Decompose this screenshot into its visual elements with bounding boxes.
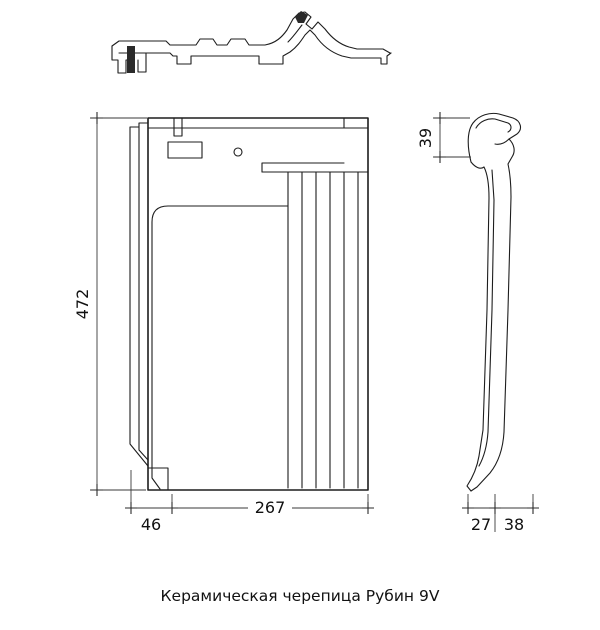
dim-label-472: 472 [73, 289, 92, 320]
front-nail-hole [233, 147, 243, 157]
section-left-hook [111, 45, 133, 74]
dim-front-height: 472 [73, 112, 147, 496]
dim-end-crosses [434, 112, 446, 163]
front-lug-rect [167, 141, 203, 159]
caption-text: Керамическая черепица Рубин 9V [161, 587, 440, 605]
front-top-slot [173, 117, 183, 137]
side-outer-profile [467, 112, 522, 492]
front-pan-outline [151, 205, 289, 490]
dim-end-crosses [125, 502, 137, 514]
side-view [466, 112, 522, 492]
section-crest-fill [295, 11, 308, 23]
section-left-hook-2 [137, 52, 147, 73]
section-top-outline [111, 11, 391, 54]
dim-hook-height: 39 [416, 112, 471, 163]
front-top-right-step [343, 117, 369, 129]
dim-end-crosses [91, 112, 103, 496]
dim-label-46: 46 [141, 515, 161, 534]
dim-side-bottom: 27 38 [462, 494, 539, 534]
front-head-line-1 [261, 162, 345, 173]
section-left-fill [127, 46, 135, 73]
side-hook-inner [475, 118, 512, 133]
side-body-inner [478, 169, 495, 467]
dim-end-crosses [462, 502, 539, 514]
section-bottom-outline [118, 29, 392, 65]
caption: Керамическая черепица Рубин 9V [161, 587, 440, 605]
dim-label-27: 27 [471, 515, 491, 534]
front-left-edge-2 [138, 126, 149, 461]
side-inner-profile [466, 161, 490, 492]
front-outer-rect [147, 117, 369, 491]
section-inner-curve [287, 24, 303, 43]
dim-front-width: 267 [166, 494, 374, 517]
dim-label-267: 267 [255, 498, 286, 517]
dim-label-38: 38 [504, 515, 524, 534]
front-ribs [287, 171, 359, 489]
dim-label-39: 39 [416, 128, 435, 148]
dim-ext-lines [433, 117, 471, 158]
front-bottom-step [147, 467, 169, 491]
dim-left-offset: 46 [125, 470, 172, 534]
front-view [129, 117, 369, 491]
section-view [111, 11, 392, 74]
side-hook-detail [494, 138, 510, 145]
